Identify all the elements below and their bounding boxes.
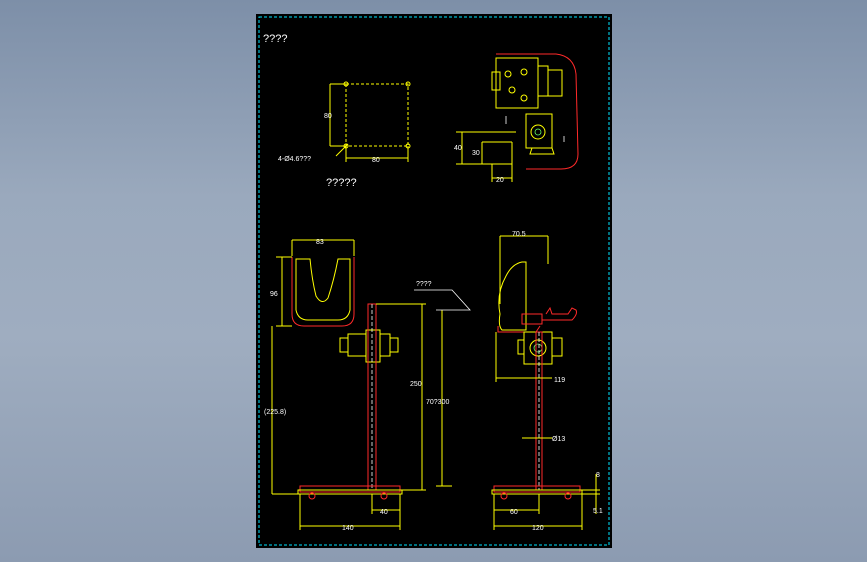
side-dim-8: 8 [596,472,600,479]
drawing-canvas: ???? 80 80 4-Ø4.6??? ????? [256,14,612,548]
title-top: ???? [263,33,287,45]
mount-plate: 80 80 4-Ø4.6??? [278,81,411,164]
mount-dim-w: 80 [372,157,380,164]
mount-outline [345,83,409,147]
front-dim-96: 96 [270,291,278,298]
top-dim-20: 20 [496,177,504,184]
front-dim-140: 140 [342,525,354,532]
top-dim-40: 40 [454,145,462,152]
mount-dim-h: 80 [324,113,332,120]
arrow-label-leader [414,289,471,311]
side-view: 70.5 119 Ø13 60 120 8 5.1 [491,231,603,532]
front-view: 83 96 (225.8) 250 70?300 ???? 140 40 [264,239,471,532]
drawing-border [258,16,610,546]
top-view: 40 30 20 [454,53,579,184]
side-dim-120: 120 [532,525,544,532]
front-arrow-label: ???? [416,281,432,288]
hole-leader [335,143,349,157]
top-dim-30: 30 [472,150,480,157]
mount-hole-note: 4-Ø4.6??? [278,156,311,163]
front-dim-40: 40 [380,509,388,516]
front-dim-250: 250 [410,381,422,388]
side-dim-rod: Ø13 [552,436,565,443]
side-dim-top: 70.5 [512,231,526,238]
cad-drawing: ???? 80 80 4-Ø4.6??? ????? [258,16,610,546]
front-dim-700: 70?300 [426,399,449,406]
front-dim-83: 83 [316,239,324,246]
title-mount: ????? [326,177,357,189]
side-dim-5: 5.1 [593,508,603,515]
side-dim-119: 119 [554,377,565,384]
side-dim-60: 60 [510,509,518,516]
front-dim-total: (225.8) [264,409,286,416]
